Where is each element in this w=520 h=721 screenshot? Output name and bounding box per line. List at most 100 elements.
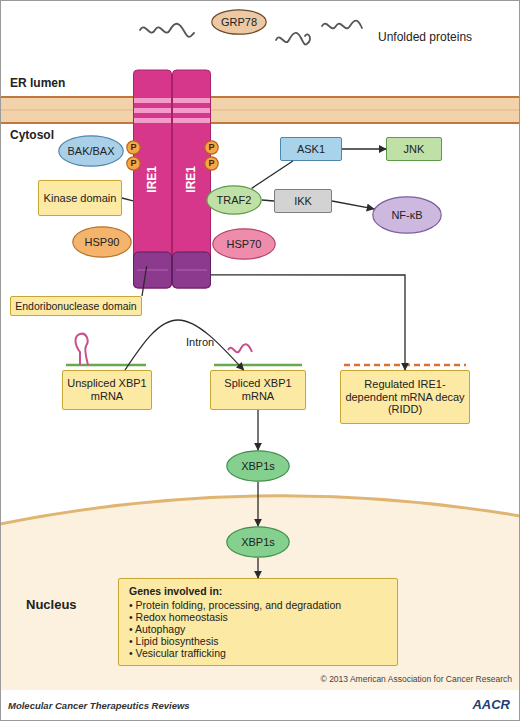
annotation-label: © 2013 American Association for Cancer R…	[321, 674, 512, 684]
transmembrane-stripe	[173, 108, 210, 113]
decayed-mrna	[344, 364, 466, 367]
oval-outline	[213, 229, 275, 259]
ire1-body	[173, 70, 211, 288]
protein-oval: BAK/BAX	[58, 135, 124, 167]
node-text: Regulated IRE1-dependent mRNA decay (RID…	[345, 378, 465, 416]
membrane-edge	[0, 96, 520, 98]
transmembrane-stripe	[173, 118, 210, 123]
excised-intron	[228, 344, 252, 352]
ire1-monomer: IRE1	[133, 70, 172, 288]
annotation-label: Cytosol	[10, 128, 54, 142]
mrna-box: Spliced XBP1 mRNA	[210, 370, 306, 410]
ire1-monomer: IRE1	[172, 70, 211, 288]
chaperone-oval: HSP90	[72, 226, 132, 258]
gene-list-box: Genes involved in: • Protein folding, pro…	[118, 578, 398, 666]
node-text: • Autophagy	[129, 623, 185, 635]
nucleus-fill	[0, 496, 520, 690]
unfolded-protein	[276, 33, 310, 45]
node-text: TRAF2	[217, 194, 252, 207]
node-text: P	[208, 158, 214, 168]
node-text: Kinase domain	[44, 192, 117, 205]
node-text: XBP1s	[241, 460, 275, 473]
transmembrane-stripe	[134, 98, 171, 103]
oval-outline	[373, 197, 441, 233]
connector-group	[122, 149, 405, 578]
connector-line	[142, 266, 147, 296]
phospho-circle: P	[126, 140, 141, 155]
nucleus-region: Nucleus XBP1sGenes involved in: • Protein …	[0, 494, 520, 690]
node-text: P	[130, 158, 136, 168]
membrane-core	[0, 110, 520, 111]
protein-oval: TRAF2	[206, 185, 262, 215]
node-text: IKK	[294, 195, 312, 208]
node-text: Nucleus	[26, 598, 77, 613]
transmembrane-stripe	[173, 98, 210, 103]
transmembrane-stripe	[134, 118, 171, 123]
nuclear-envelope	[0, 496, 520, 524]
node-text: Spliced XBP1 mRNA	[215, 377, 301, 402]
rnase-detail	[176, 270, 207, 271]
membrane-edge	[0, 122, 520, 124]
node-text: • Redox homeostasis	[129, 611, 228, 623]
transmembrane-stripe	[134, 108, 171, 113]
node-text: P	[130, 142, 136, 152]
kinase-box: IKK	[274, 189, 332, 213]
connector-line	[252, 161, 293, 188]
rnase-domain	[134, 252, 172, 288]
node-text: Genes involved in:	[129, 585, 222, 597]
node-text: JNK	[404, 143, 425, 156]
unfolded-protein	[140, 24, 194, 37]
chaperone-oval: HSP70	[212, 228, 276, 260]
callout-box: Kinase domain	[38, 180, 122, 216]
node-text: HSP70	[227, 238, 262, 251]
connector-line	[257, 410, 258, 450]
oval-outline	[73, 227, 131, 257]
node-text: IRE1	[146, 166, 160, 193]
factor-oval: XBP1s	[226, 450, 290, 482]
phospho-circle: P	[204, 140, 219, 155]
annotation-label: Intron	[186, 336, 214, 348]
node-text: GRP78	[221, 16, 257, 29]
node-text: Endoribonuclease domain	[15, 300, 136, 312]
mrna-strand	[66, 364, 146, 367]
node-text: NF-κB	[391, 209, 422, 222]
ire1-body	[134, 70, 172, 288]
oval-outline	[227, 451, 289, 481]
intron-hairpin	[76, 334, 89, 365]
node-text: XBP1s	[241, 536, 275, 549]
connector-line	[342, 148, 386, 149]
oval-outline	[227, 527, 289, 557]
oval-outline	[212, 10, 266, 34]
connector-line	[332, 201, 374, 209]
connector-line	[211, 275, 405, 370]
oval-outline	[207, 186, 261, 214]
connector-line	[262, 200, 274, 201]
callout-box: Endoribonuclease domain	[10, 296, 142, 316]
annotation-label: Unfolded proteins	[378, 30, 472, 44]
node-text: • Lipid biosynthesis	[129, 635, 218, 647]
connector-line	[125, 320, 244, 370]
rnase-detail	[137, 270, 168, 271]
chaperone-oval: GRP78	[211, 9, 267, 35]
process-box: Regulated IRE1-dependent mRNA decay (RID…	[340, 370, 470, 424]
node-text: • Protein folding, processing, and degra…	[129, 599, 341, 611]
node-text: HSP90	[85, 236, 120, 249]
factor-oval: XBP1s	[226, 526, 290, 558]
node-text: P	[208, 142, 214, 152]
connector-line	[257, 558, 258, 578]
mrna-strand	[214, 364, 302, 367]
annotation-label: ER lumen	[10, 76, 65, 90]
node-text: IRE1	[185, 166, 199, 193]
rnase-domain	[173, 252, 211, 288]
oval-outline	[205, 141, 218, 154]
node-text: ASK1	[297, 143, 325, 156]
connector-line	[257, 482, 258, 526]
er-membrane	[0, 96, 520, 124]
node-text: Unspliced XBP1 mRNA	[67, 377, 147, 402]
oval-outline	[205, 157, 218, 170]
factor-oval: NF-κB	[372, 196, 442, 234]
